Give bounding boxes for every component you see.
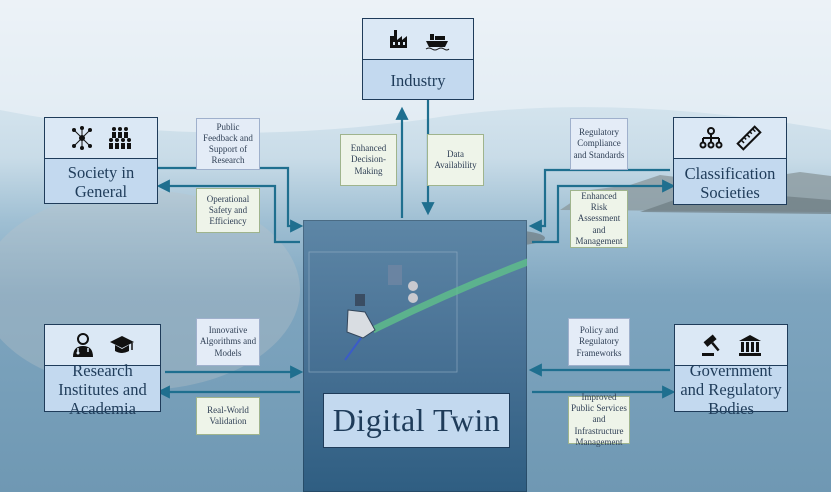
edge-label-research-in: Innovative Algorithms and Models: [196, 318, 260, 366]
arrow-twin-to-society: [156, 179, 300, 244]
edge-label-society-out: Operational Safety and Efficiency: [196, 188, 260, 233]
research-label: Research Institutes and Academia: [58, 361, 147, 418]
edge-label-research-out: Real-World Validation: [196, 397, 260, 435]
industry-icons: [363, 19, 473, 60]
classification-icons: [674, 118, 786, 159]
network-icon: [72, 126, 92, 150]
government-icons: [675, 325, 787, 366]
factory-icon: [389, 30, 407, 48]
society-icons: [45, 118, 157, 159]
vessel-simulation-illustration: [308, 251, 535, 373]
industry-label: Industry: [390, 70, 446, 90]
edge-label-class-out: Enhanced Risk Assessment and Management: [570, 190, 628, 248]
research-node: Research Institutes and Academia: [44, 324, 161, 418]
government-label: Government and Regulatory Bodies: [680, 361, 782, 418]
society-label: Society in General: [67, 163, 135, 201]
ruler-icon: [736, 125, 762, 151]
research-icons: [45, 325, 160, 366]
ship-icon: [425, 34, 449, 51]
arrow-class-to-twin: [528, 168, 670, 233]
edge-label-industry-in: Data Availability: [427, 134, 484, 186]
edge-label-gov-out: Improved Public Services and Infrastruct…: [568, 392, 630, 447]
government-node: Government and Regulatory Bodies: [674, 324, 788, 418]
gavel-icon: [702, 334, 720, 356]
industry-node: Industry: [362, 18, 474, 100]
classification-label: Classification Societies: [684, 163, 776, 202]
edge-label-class-in: Regulatory Compliance and Standards: [570, 118, 628, 170]
edge-label-industry-out: Enhanced Decision-Making: [340, 134, 397, 186]
graduation-cap-icon: [110, 336, 135, 353]
classification-node: Classification Societies: [673, 117, 787, 205]
society-node: Society in General: [44, 117, 158, 204]
digital-twin-title: Digital Twin: [323, 393, 510, 448]
edge-label-society-in: Public Feedback and Support of Research: [196, 118, 260, 170]
hierarchy-icon: [699, 127, 723, 149]
crowd-icon: [109, 127, 131, 149]
researcher-icon: [72, 333, 93, 357]
institution-icon: [739, 335, 761, 356]
arrow-twin-to-class: [532, 179, 676, 244]
edge-label-gov-in: Policy and Regulatory Frameworks: [568, 318, 630, 366]
